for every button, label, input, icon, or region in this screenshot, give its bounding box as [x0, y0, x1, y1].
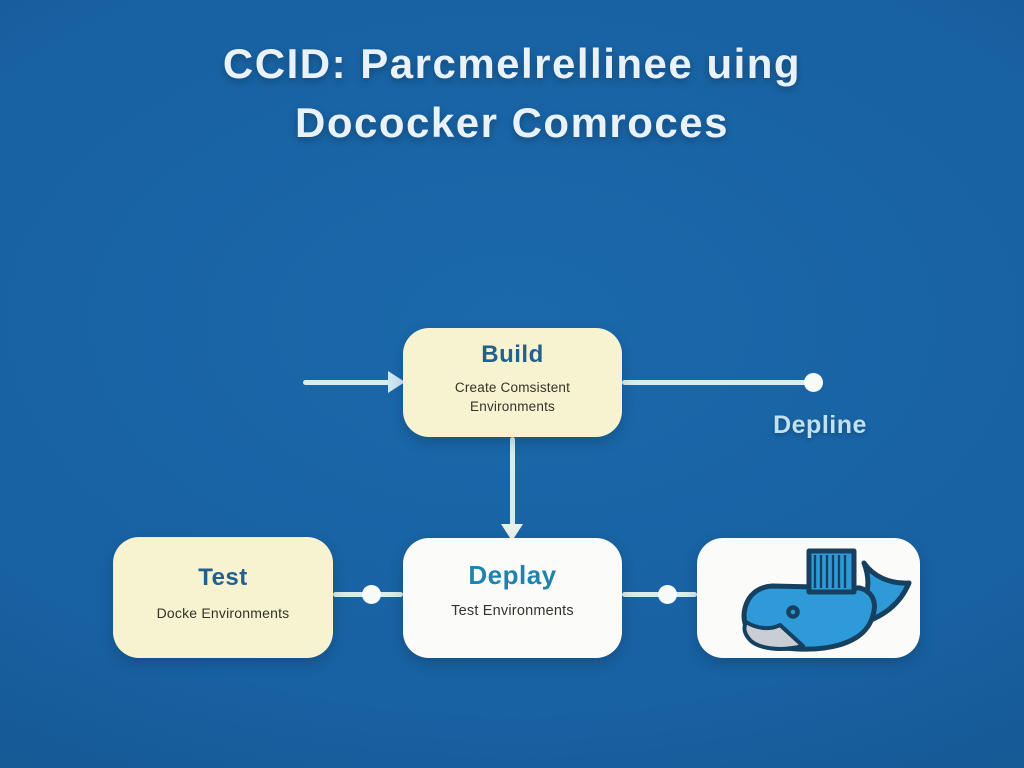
node-build-subtitle-line1: Create Comsistent — [454, 380, 571, 395]
pipeline-label: Depline — [773, 411, 867, 439]
deploy-docker-connector-dot — [658, 585, 677, 604]
docker-whale-icon — [741, 548, 912, 652]
arrow-right-icon — [388, 371, 405, 393]
node-build-title: Build — [481, 341, 544, 368]
container-crate-icon — [806, 548, 857, 595]
node-build-subtitle: Create Comsistent Environments — [403, 378, 622, 416]
node-test: Test Docke Environments — [113, 537, 333, 658]
build-output-line — [622, 380, 814, 385]
node-deploy-title: Deplay — [468, 560, 557, 590]
test-deploy-connector-dot — [362, 585, 381, 604]
build-incoming-arrow-line — [303, 380, 390, 385]
node-build-subtitle-line2: Environments — [470, 399, 555, 415]
page-title: CCID: Parcmelrellinee uing Dococker Comr… — [0, 34, 1024, 152]
node-test-title: Test — [198, 564, 248, 591]
node-build: Build Create Comsistent Environments — [403, 328, 622, 437]
pipeline-endpoint-dot — [804, 373, 823, 392]
page-title-line1: CCID: Parcmelrellinee uing — [222, 40, 802, 87]
node-docker — [697, 538, 920, 658]
arrow-down-icon — [501, 524, 523, 541]
page-title-line2: Dococker Comroces — [295, 99, 729, 146]
node-test-subtitle: Docke Environments — [156, 605, 290, 621]
build-to-deploy-arrow-line — [510, 437, 515, 527]
node-deploy: Deplay Test Environments — [403, 538, 622, 658]
node-deploy-subtitle: Test Environments — [451, 603, 574, 619]
